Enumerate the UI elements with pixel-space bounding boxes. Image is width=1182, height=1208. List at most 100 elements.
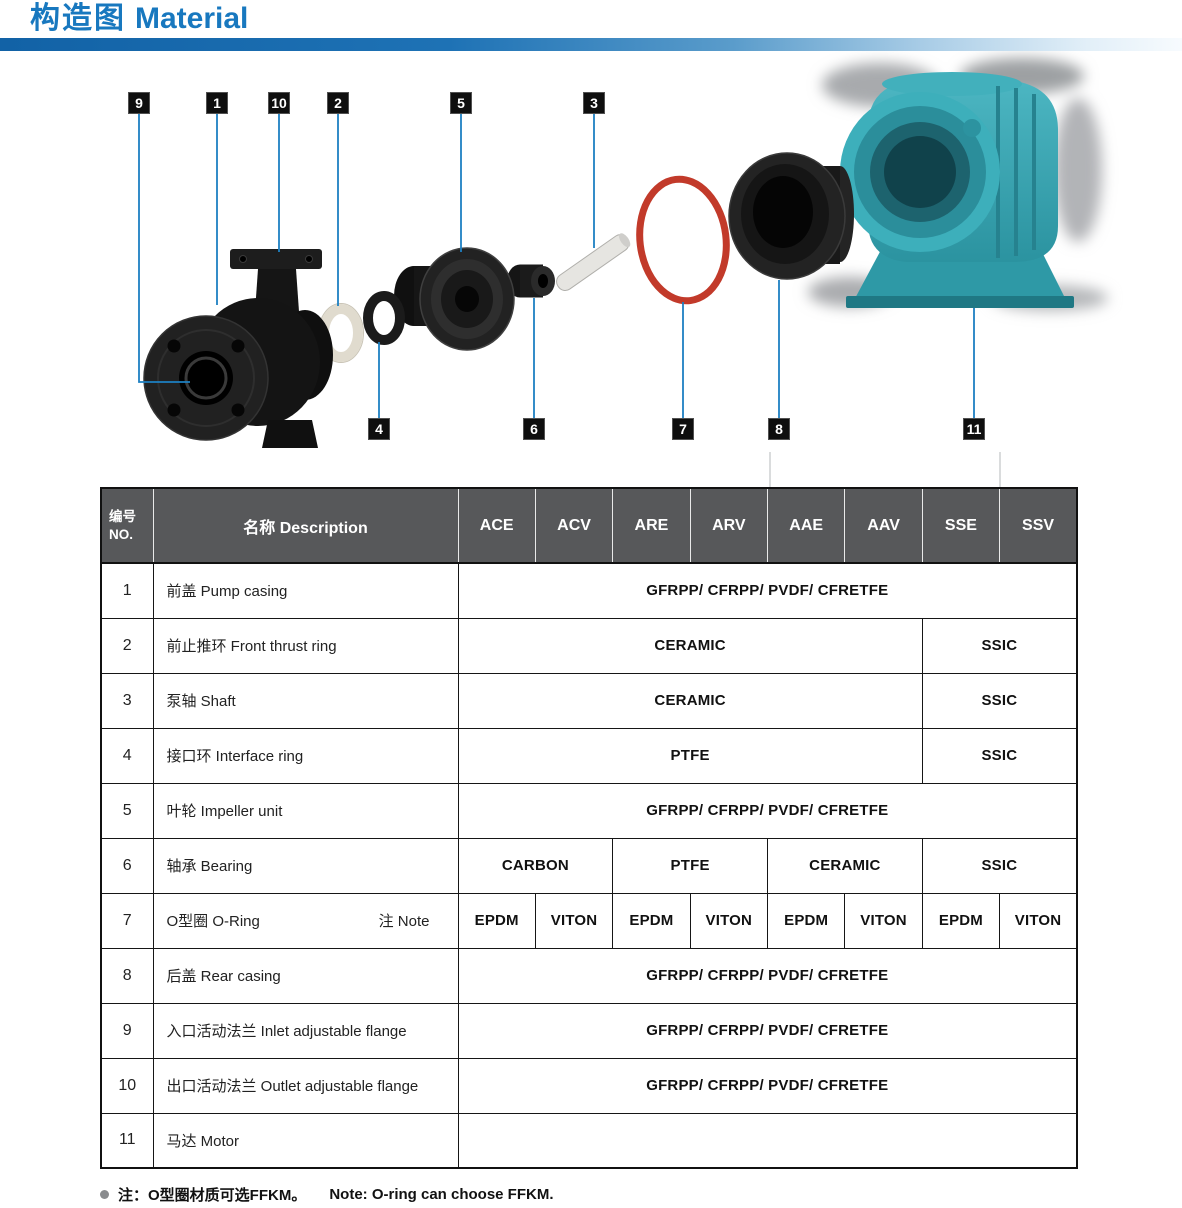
- interface-ring-part: [363, 291, 405, 345]
- title-accent-bar: [0, 38, 1182, 51]
- leader-line-9: [138, 103, 190, 383]
- o-ring-part: [636, 175, 730, 305]
- material-value: GFRPP/ CFRPP/ PVDF/ CFRETFE: [457, 1002, 1078, 1059]
- part-description: 马达 Motor: [152, 1112, 459, 1169]
- part-description-label: 接口环 Interface ring: [166, 748, 304, 765]
- row-number: 8: [100, 947, 154, 1004]
- col-header-ace: ACE: [458, 488, 536, 564]
- material-value: VITON: [534, 892, 614, 949]
- table-row-11: 11 马达 Motor: [100, 1112, 1078, 1169]
- row-number: 6: [100, 837, 154, 894]
- material-value: VITON: [844, 892, 923, 949]
- material-value: SSIC: [921, 672, 1078, 729]
- part-description-label: 叶轮 Impeller unit: [166, 803, 283, 820]
- material-value: CERAMIC: [457, 617, 923, 674]
- material-value: GFRPP/ CFRPP/ PVDF/ CFRETFE: [457, 562, 1078, 619]
- material-value: SSIC: [921, 727, 1078, 784]
- row-number: 1: [100, 562, 154, 619]
- footnote-zh: 注：O型圈材质可选FFKM。: [118, 1187, 307, 1204]
- part-description-label: 马达 Motor: [166, 1132, 240, 1150]
- footnote: 注：O型圈材质可选FFKM。 Note: O-ring can choose F…: [100, 1184, 554, 1205]
- col-header-acv: ACV: [535, 488, 614, 564]
- row-number: 3: [100, 672, 154, 729]
- part-description-label: 前盖 Pump casing: [166, 583, 288, 601]
- material-value: CARBON: [457, 837, 614, 894]
- motor-part: [840, 72, 1074, 308]
- row-number: 7: [100, 892, 154, 949]
- row-number: 11: [100, 1112, 154, 1169]
- material-value: PTFE: [612, 837, 768, 894]
- photo-backdrop: [808, 58, 1108, 311]
- material-value: VITON: [999, 892, 1078, 949]
- o-ring-note-ref: 注 Note: [378, 913, 430, 930]
- col-header-aae: AAE: [767, 488, 846, 564]
- part-description: 叶轮 Impeller unit: [152, 782, 459, 839]
- material-value: EPDM: [921, 892, 1001, 949]
- footnote-en: Note: O-ring can choose FFKM.: [329, 1186, 554, 1203]
- part-description: 泵轴 Shaft: [152, 672, 459, 729]
- col-header-sse: SSE: [922, 488, 1001, 564]
- col-header-arv: ARV: [690, 488, 769, 564]
- material-value: SSIC: [921, 837, 1078, 894]
- material-value: EPDM: [612, 892, 691, 949]
- part-description-label: 前止推环 Front thrust ring: [166, 638, 337, 655]
- col-header-description: 名称 Description: [153, 488, 459, 564]
- row-number: 2: [100, 617, 154, 674]
- part-description: 出口活动法兰 Outlet adjustable flange: [152, 1057, 459, 1114]
- rear-casing-part: [728, 152, 854, 280]
- exploded-view-svg: [138, 58, 1108, 487]
- col-header-no-en: NO.: [109, 526, 134, 542]
- row-number: 4: [100, 727, 154, 784]
- part-description: 后盖 Rear casing: [152, 947, 459, 1004]
- row-number: 10: [100, 1057, 154, 1114]
- material-value: SSIC: [921, 617, 1078, 674]
- page-title-en: Material: [135, 2, 249, 35]
- material-value: CERAMIC: [767, 837, 923, 894]
- col-header-no: 编号 NO.: [101, 488, 154, 564]
- material-value: GFRPP/ CFRPP/ PVDF/ CFRETFE: [457, 947, 1078, 1004]
- part-description: 前盖 Pump casing: [152, 562, 459, 619]
- part-description: O型圈 O-Ring 注 Note: [152, 892, 459, 949]
- leader-lines: [138, 103, 975, 429]
- part-description-label: 后盖 Rear casing: [166, 968, 281, 985]
- col-header-no-zh: 编号: [109, 508, 136, 524]
- material-value: EPDM: [457, 892, 536, 949]
- impeller-unit-part: [394, 247, 515, 351]
- table-row-8: 8 后盖 Rear casing GFRPP/ CFRPP/ PVDF/ CFRET…: [100, 947, 1078, 1004]
- part-description-label: 泵轴 Shaft: [166, 693, 236, 710]
- part-description: 前止推环 Front thrust ring: [152, 617, 459, 674]
- bullet-icon: [100, 1190, 109, 1199]
- material-value: GFRPP/ CFRPP/ PVDF/ CFRETFE: [457, 782, 1078, 839]
- material-value: [457, 1112, 1078, 1169]
- part-description-label: 入口活动法兰 Inlet adjustable flange: [166, 1023, 407, 1040]
- col-header-aav: AAV: [844, 488, 923, 564]
- part-description: 轴承 Bearing: [152, 837, 459, 894]
- part-description: 入口活动法兰 Inlet adjustable flange: [152, 1002, 459, 1059]
- shaft-part: [556, 233, 631, 292]
- material-value: CERAMIC: [457, 672, 923, 729]
- part-description: 接口环 Interface ring: [152, 727, 459, 784]
- material-value: GFRPP/ CFRPP/ PVDF/ CFRETFE: [457, 1057, 1078, 1114]
- table-row-5: 5 叶轮 Impeller unit GFRPP/ CFRPP/ PVDF/ CFR…: [100, 782, 1078, 839]
- table-row-1: 1 前盖 Pump casing GFRPP/ CFRPP/ PVDF/ CFRET…: [100, 562, 1078, 619]
- part-description-label: 轴承 Bearing: [166, 858, 253, 875]
- row-number: 5: [100, 782, 154, 839]
- part-description-label: O型圈 O-Ring: [166, 913, 260, 930]
- material-value: PTFE: [457, 727, 923, 784]
- row-number: 9: [100, 1002, 154, 1059]
- table-row-9: 9 入口活动法兰 Inlet adjustable flange GFRPP/ CF…: [100, 1002, 1078, 1059]
- col-header-are: ARE: [612, 488, 691, 564]
- material-value: EPDM: [766, 892, 846, 949]
